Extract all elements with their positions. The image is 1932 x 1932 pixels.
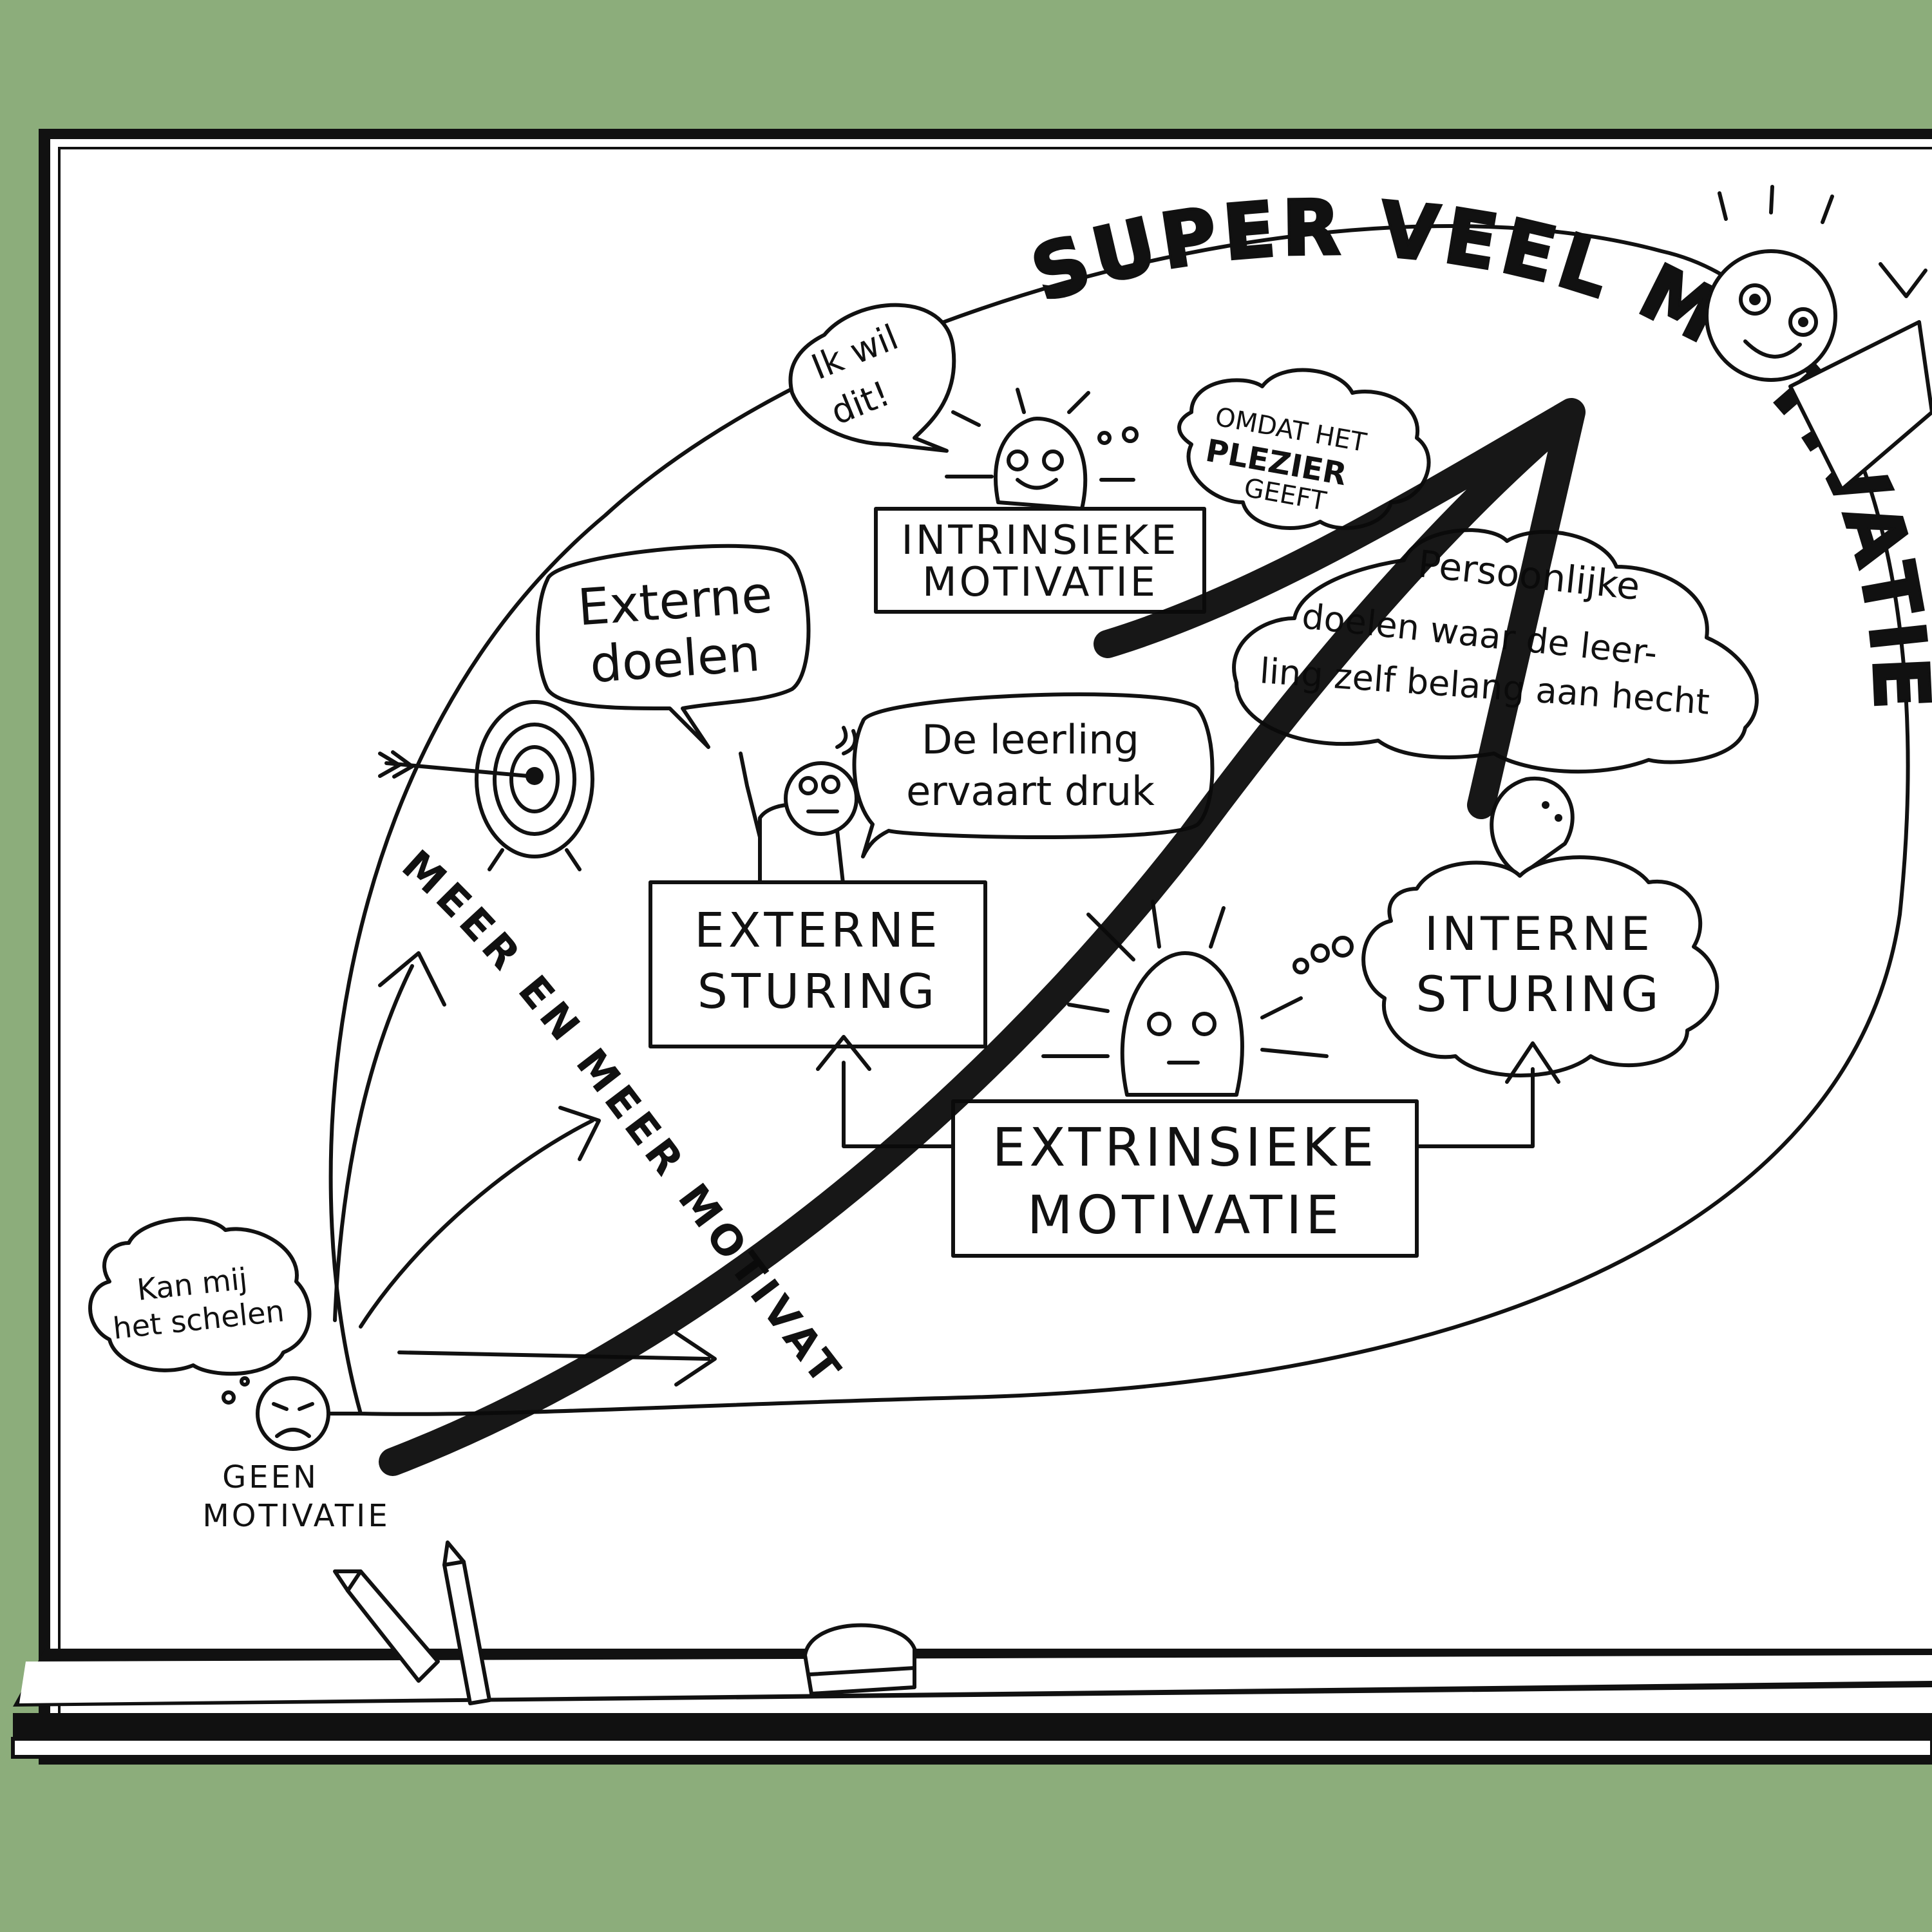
- extrinsieke-motivatie-box: EXTRINSIEKE MOTIVATIE: [951, 1099, 1419, 1258]
- interne-sturing-cloud: INTERNE STURING: [1361, 855, 1719, 1077]
- thinking-face: [1490, 776, 1575, 878]
- externe-doelen-bubble: Externe doelen: [536, 544, 811, 749]
- kan-mij-cloud: Kan mij het schelen: [88, 1217, 312, 1376]
- central-face: [1041, 900, 1354, 1097]
- geen-label-1: GEEN: [222, 1459, 319, 1495]
- druk-text-2: ervaart druk: [906, 768, 1155, 815]
- marker-stroke: [379, 398, 1586, 1476]
- intrinsiek-text-1: INTRINSIEKE: [902, 516, 1179, 564]
- intern-text-1: INTERNE: [1425, 907, 1654, 961]
- extern-text-1: EXTERNE: [694, 903, 942, 958]
- intrinsieke-motivatie-box: INTRINSIEKE MOTIVATIE: [874, 507, 1206, 614]
- intern-text-2: STURING: [1416, 965, 1662, 1023]
- target-icon: [475, 700, 594, 871]
- arrow-icon: [378, 750, 530, 779]
- intrinsiek-text-2: MOTIVATIE: [922, 558, 1158, 605]
- growth-arrows: [333, 951, 717, 1387]
- pencil-icon: [333, 1540, 491, 1705]
- druk-text-1: De leerling: [922, 716, 1139, 763]
- geen-label-2: MOTIVATIE: [202, 1498, 390, 1534]
- happy-reader-figure: [1705, 185, 1932, 491]
- extern-text-2: STURING: [697, 964, 938, 1019]
- externe-doelen-text-2: doelen: [588, 625, 762, 694]
- extrinsiek-text-2: MOTIVATIE: [1027, 1185, 1343, 1246]
- sad-face-icon: [222, 1376, 330, 1451]
- eraser-icon: [803, 1623, 916, 1696]
- ik-wil-dit-bubble: Ik wil dit!: [788, 303, 956, 453]
- extrinsiek-text-1: EXTRINSIEKE: [992, 1117, 1378, 1179]
- druk-bubble: De leerling ervaart druk: [852, 692, 1215, 858]
- plezier-cloud: OMDAT HET PLEZIER GEEFT: [1177, 368, 1431, 530]
- externe-doelen-text-1: Externe: [576, 566, 774, 638]
- teacher-figure: [739, 726, 858, 891]
- board-tray: [11, 1649, 1932, 1759]
- externe-sturing-box: EXTERNE STURING: [649, 880, 987, 1048]
- intrinsic-face: [945, 388, 1139, 511]
